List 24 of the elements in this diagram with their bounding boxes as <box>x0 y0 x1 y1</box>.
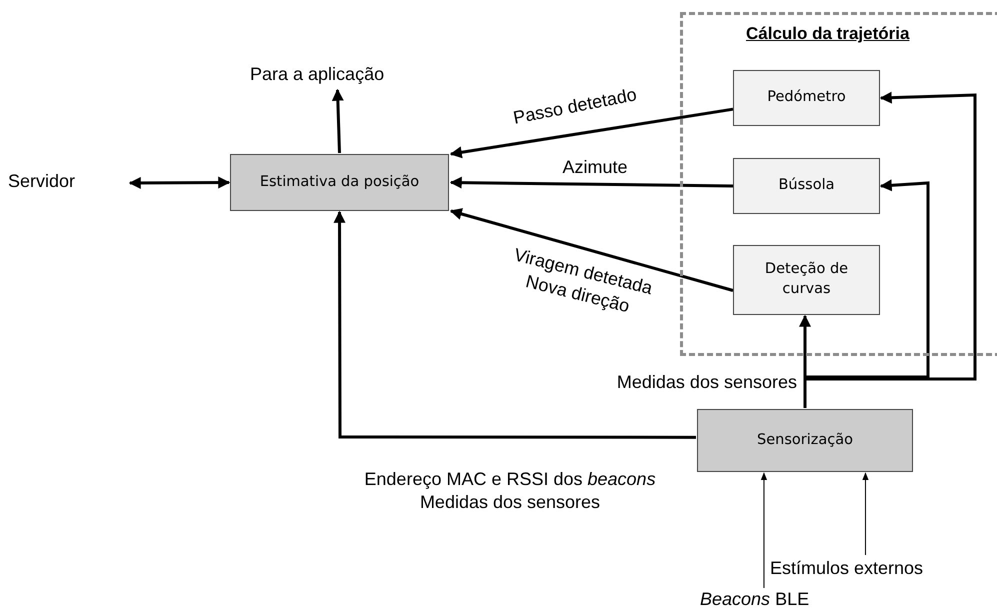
arrow <box>128 176 230 189</box>
arrow <box>450 208 734 292</box>
process-box: Deteção de curvas <box>733 245 880 315</box>
dashed-region <box>680 12 997 356</box>
node-label: Estímulos externos <box>770 558 965 582</box>
region-heading: Cálculo da trajetória <box>746 24 910 44</box>
node-label: Para a aplicação <box>250 64 425 88</box>
arrow <box>760 472 768 588</box>
process-box: Estimativa da posição <box>230 154 449 211</box>
arrow <box>862 472 869 556</box>
node-label: Servidor <box>8 171 108 195</box>
process-box: Sensorização <box>697 409 913 472</box>
arrow <box>450 108 734 158</box>
edge-label: Passo detetado <box>510 83 640 130</box>
process-box: Bússola <box>733 158 880 214</box>
edge-label: Medidas dos sensores <box>616 371 797 394</box>
arrow <box>332 88 344 154</box>
edge-label: Viragem detetada Nova direção <box>510 244 655 318</box>
arrow <box>450 176 734 189</box>
edge-label: Endereço MAC e RSSI dos beacons Medidas dos sensores <box>363 468 657 513</box>
process-box: Pedómetro <box>733 70 880 126</box>
node-label: Beacons BLE <box>700 589 835 613</box>
arrow <box>334 210 696 439</box>
edge-label: Azimute <box>561 156 629 178</box>
